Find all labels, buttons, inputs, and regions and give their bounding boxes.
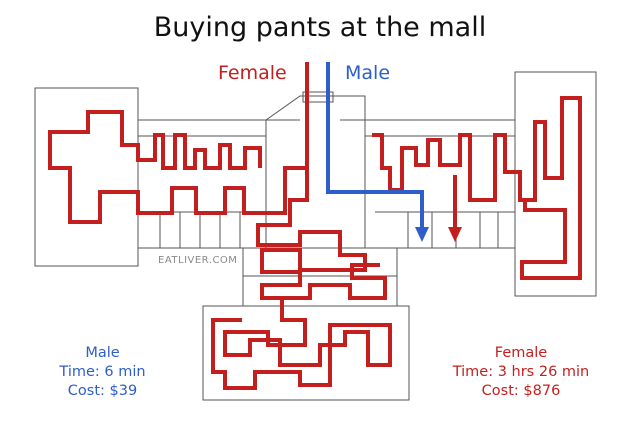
- male-stats-cost: Cost: $39: [67, 383, 138, 399]
- male-stats: Male Time: 6 min Cost: $39: [40, 344, 165, 401]
- female-stats-cost: Cost: $876: [481, 383, 561, 399]
- entrance: [302, 91, 334, 103]
- upper-right-corridor: [364, 119, 516, 249]
- female-stats-time: Time: 3 hrs 26 min: [452, 364, 590, 380]
- female-route-label: Female: [218, 62, 287, 84]
- female-stats: Female Time: 3 hrs 26 min Cost: $876: [430, 344, 612, 401]
- page-title: Buying pants at the mall: [153, 12, 487, 43]
- watermark: EATLIVER.COM: [158, 255, 238, 266]
- male-route: [326, 62, 424, 228]
- arrow-down-icon: [415, 227, 429, 242]
- female-stats-heading: Female: [494, 345, 548, 361]
- female-route: [48, 62, 582, 390]
- lower-center: [242, 247, 398, 307]
- upper-left-corridor: [137, 119, 267, 249]
- male-stats-time: Time: 6 min: [59, 364, 146, 380]
- male-route-label: Male: [345, 62, 391, 84]
- arrow-down-icon: [448, 227, 462, 242]
- male-stats-heading: Male: [85, 345, 120, 361]
